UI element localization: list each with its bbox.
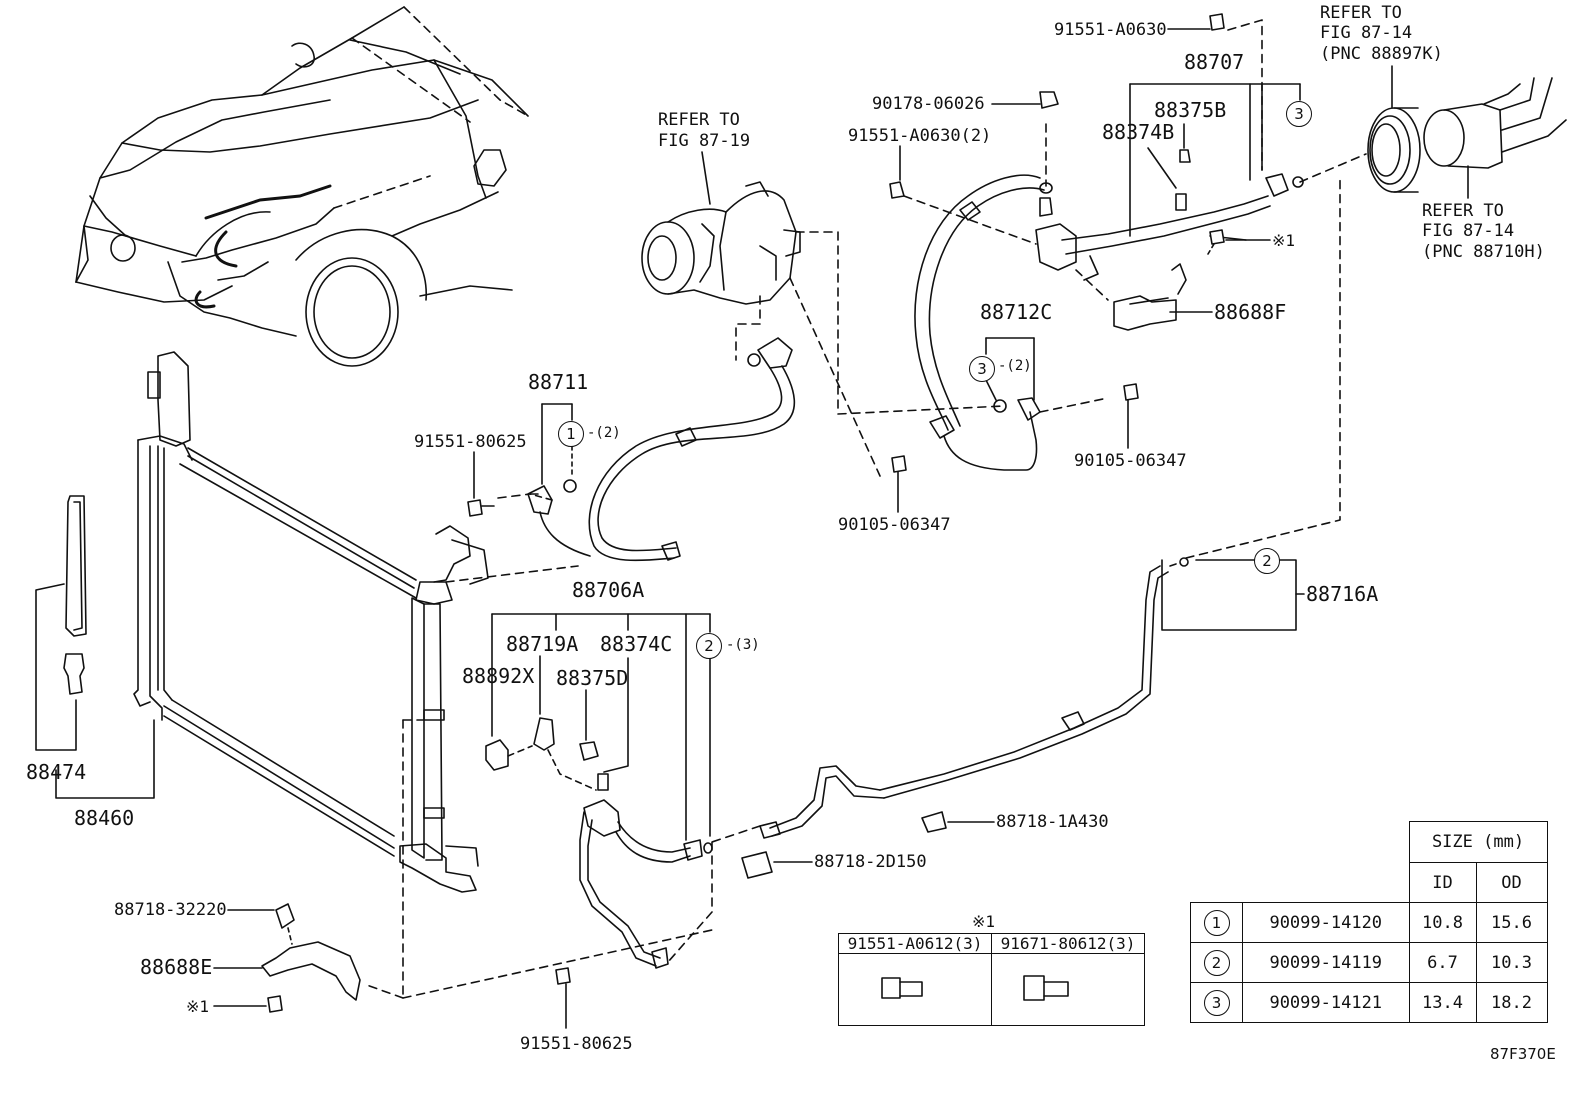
- callout-88718-1A430: 88718-1A430: [996, 812, 1109, 832]
- size-row-part: 90099-14120: [1242, 902, 1410, 943]
- size-table-col-od: OD: [1475, 862, 1548, 903]
- callout-leaders: [213, 28, 1469, 1029]
- bolt-table-col-2: 91671-80612(3): [991, 933, 1145, 954]
- size-table-row: 1 90099-14120 10.8 15.6: [1190, 902, 1548, 943]
- bolt-table: 91551-A0612(3) 91671-80612(3): [838, 933, 1145, 1026]
- callout-88374B: 88374B: [1102, 120, 1175, 144]
- bolt-table-cell-2: [991, 953, 1145, 1026]
- callout-refer-87-19-line2: FIG 87-19: [658, 131, 751, 151]
- callout-88718-2D150: 88718-2D150: [814, 852, 927, 872]
- qty-88706A: -(3): [726, 637, 760, 653]
- circle-mark-2-top: 2: [1254, 548, 1280, 574]
- callout-91551-80625-bottom: 91551-80625: [520, 1034, 633, 1054]
- callout-88374C: 88374C: [600, 632, 673, 656]
- callout-91551-80625-top: 91551-80625: [414, 432, 527, 452]
- size-row-part: 90099-14121: [1242, 982, 1410, 1023]
- size-table-row: 3 90099-14121 13.4 18.2: [1190, 982, 1548, 1023]
- bolt-table-cell-1: [838, 953, 992, 1026]
- bolt-table-header: ※1: [972, 912, 996, 931]
- size-row-part: 90099-14119: [1242, 942, 1410, 983]
- size-table-row: 2 90099-14119 6.7 10.3: [1190, 942, 1548, 983]
- callout-90105-06347-mid: 90105-06347: [838, 515, 951, 535]
- callout-refer-87-19-line1: REFER TO: [658, 110, 740, 130]
- callout-91551-A0630: 91551-A0630: [1054, 20, 1167, 40]
- condenser-assembly: [133, 351, 489, 893]
- circle-mark-3-top: 3: [1286, 101, 1312, 127]
- callout-refer-88897K-line3: (PNC 88897K): [1320, 44, 1443, 64]
- bracket-88688F: [1113, 263, 1187, 331]
- callout-88718-32220: 88718-32220: [114, 900, 227, 920]
- expansion-valve-parts: [1367, 77, 1567, 193]
- callout-88688E: 88688E: [140, 955, 213, 979]
- hose-88712C: [914, 174, 1109, 471]
- callout-88375D: 88375D: [556, 666, 629, 690]
- vehicle-front-illustration: [75, 6, 529, 367]
- callout-refer-88710H-line3: (PNC 88710H): [1422, 242, 1545, 262]
- size-table-col-id: ID: [1408, 862, 1477, 903]
- callout-90178-06026: 90178-06026: [872, 94, 985, 114]
- size-row-id: 10.8: [1408, 902, 1477, 943]
- callout-88375B: 88375B: [1154, 98, 1227, 122]
- size-row-mark: 1: [1203, 909, 1230, 936]
- callout-88706A: 88706A: [572, 578, 645, 602]
- callout-88719A: 88719A: [506, 632, 579, 656]
- size-table: SIZE (mm) ID OD 1 90099-14120 10.8 15.6 …: [1190, 821, 1548, 1023]
- circle-mark-1: 1: [558, 421, 584, 447]
- callout-refer-88897K-line1: REFER TO: [1320, 3, 1402, 23]
- circle-mark-3: 3: [969, 356, 995, 382]
- bolt-table-col-1: 91551-A0612(3): [838, 933, 992, 954]
- size-row-id: 6.7: [1408, 942, 1477, 983]
- callout-star1-bottom: ※1: [186, 997, 210, 1016]
- qty-88711: -(2): [587, 425, 621, 441]
- callout-91551-A0630-2: 91551-A0630(2): [848, 126, 992, 146]
- callout-88474: 88474: [26, 760, 87, 784]
- callout-88892X: 88892X: [462, 664, 535, 688]
- size-row-od: 15.6: [1475, 902, 1548, 943]
- hose-88711: [527, 337, 796, 562]
- callout-refer-88710H-line2: FIG 87-14: [1422, 221, 1515, 241]
- size-row-mark: 2: [1203, 949, 1230, 976]
- callout-refer-88710H-line1: REFER TO: [1422, 201, 1504, 221]
- size-row-id: 13.4: [1408, 982, 1477, 1023]
- callout-88712C: 88712C: [980, 300, 1053, 324]
- callout-88711: 88711: [528, 370, 589, 394]
- size-table-title: SIZE (mm): [1408, 821, 1548, 863]
- callout-refer-88897K-line2: FIG 87-14: [1320, 23, 1413, 43]
- callout-88707: 88707: [1184, 50, 1245, 74]
- callout-90105-06347-right: 90105-06347: [1074, 451, 1187, 471]
- tube-88707: [1035, 149, 1304, 281]
- bracket-88688E: [261, 903, 361, 1001]
- diagram-code: 87F370E: [1490, 1045, 1556, 1063]
- callout-88716A: 88716A: [1306, 582, 1379, 606]
- tube-88716A: [759, 557, 1189, 839]
- qty-88712C: -(2): [998, 358, 1032, 374]
- compressor: [641, 181, 801, 305]
- size-row-od: 18.2: [1475, 982, 1548, 1023]
- callout-88688F: 88688F: [1214, 300, 1287, 324]
- callout-88460: 88460: [74, 806, 135, 830]
- callout-star1-top: ※1: [1272, 231, 1296, 250]
- tube-88706A: [485, 717, 713, 969]
- size-row-od: 10.3: [1475, 942, 1548, 983]
- receiver-dryer-parts: [63, 495, 87, 695]
- circle-mark-2-mid: 2: [696, 633, 722, 659]
- bolts: [267, 13, 1225, 1013]
- size-row-mark: 3: [1203, 989, 1230, 1016]
